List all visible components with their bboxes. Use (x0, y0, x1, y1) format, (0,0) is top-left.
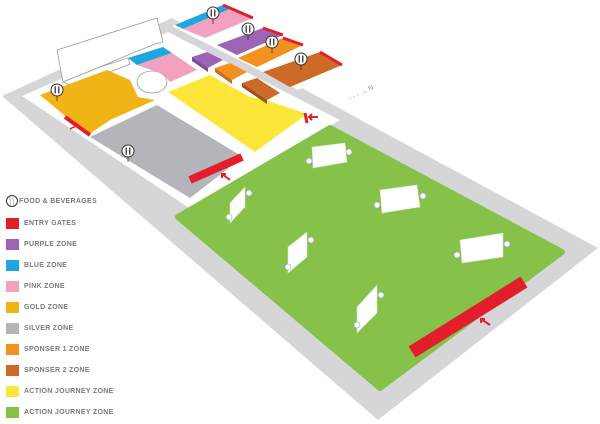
tent (311, 142, 348, 169)
speaker-icon (503, 240, 511, 248)
legend-swatch (6, 364, 19, 376)
legend-label: BLUE ZONE (24, 261, 68, 269)
entry-gate (303, 112, 309, 124)
pink-zone-lower (137, 53, 197, 82)
legend-swatch (6, 322, 19, 334)
sponsor1-block-side (215, 68, 232, 84)
legend-item-pink: PINK ZONE (6, 279, 65, 293)
sponsor2-strip (263, 52, 342, 87)
legend-swatch (6, 343, 19, 355)
tent (459, 232, 504, 264)
fork-knife-icon (121, 144, 135, 162)
speaker-icon (377, 291, 385, 299)
pink-strip (183, 9, 253, 38)
legend-label: SILVER ZONE (24, 324, 74, 332)
entry-gate (63, 115, 92, 137)
legend-label: GOLD ZONE (24, 303, 69, 311)
fork-knife-icon (294, 52, 308, 70)
blue-zone-lower (128, 47, 172, 65)
legend-label: ACTION JOURNEY ZONE (24, 387, 114, 395)
entry-gate (222, 3, 254, 20)
fork-knife-icon (265, 35, 279, 53)
legend-swatch (6, 406, 19, 418)
legend-item-gold: GOLD ZONE (6, 300, 68, 314)
speaker-icon (245, 189, 253, 197)
entry-arrow-icon (480, 318, 491, 326)
sponsor1-strip (238, 38, 303, 67)
legend-label: SPONSER 2 ZONE (24, 366, 90, 374)
legend-item-silver: SILVER ZONE (6, 321, 73, 335)
entry-gate (282, 36, 304, 47)
legend-label: PINK ZONE (24, 282, 65, 290)
legend-item-blue: BLUE ZONE (6, 258, 67, 272)
speaker-icon (284, 263, 292, 271)
speaker-icon (453, 251, 461, 259)
speaker-icon (373, 201, 381, 209)
fountain (136, 70, 168, 94)
entry-arrow-icon (221, 173, 231, 181)
legend-swatch (6, 301, 19, 313)
legend-label: ENTRY GATES (24, 219, 77, 227)
fork-knife-icon (241, 22, 255, 40)
legend-label: PURPLE ZONE (24, 240, 78, 248)
sponsor2-block-side (242, 83, 267, 104)
fork-knife-icon: 🍴 (6, 195, 18, 207)
speaker-icon (419, 192, 427, 200)
legend-item-action-yellow: ACTION JOURNEY ZONE (6, 384, 114, 398)
legend-swatch (6, 385, 19, 397)
legend-item-food: 🍴FOOD & BEVERAGES (6, 194, 97, 208)
entry-arrow-icon (69, 125, 77, 130)
entry-gate (262, 26, 284, 37)
legend-item-sponsor2: SPONSER 2 ZONE (6, 363, 90, 377)
legend-swatch (6, 259, 19, 271)
speaker-icon (225, 213, 233, 221)
fork-knife-icon (206, 6, 220, 24)
entry-gate (188, 153, 244, 184)
legend-swatch (6, 217, 19, 229)
speaker-icon (353, 321, 361, 329)
legend-item-sponsor1: SPONSER 1 ZONE (6, 342, 90, 356)
legend-label: ACTION JOURNEY ZONE (24, 408, 114, 416)
fork-knife-icon (50, 83, 64, 101)
sponsor1-block (215, 63, 247, 80)
legend-swatch (6, 280, 19, 292)
purple-block-side (192, 57, 208, 72)
legend-swatch (6, 238, 19, 250)
speaker-icon (305, 157, 313, 165)
purple-strip (217, 28, 283, 55)
legend-item-entry-gates: ENTRY GATES (6, 216, 76, 230)
legend-label: FOOD & BEVERAGES (19, 197, 97, 205)
entry-gate (408, 276, 528, 358)
sponsor2-block (242, 78, 280, 100)
tent (379, 184, 421, 214)
speaker-icon (345, 148, 353, 156)
yellow-zone (168, 75, 307, 152)
speaker-icon (307, 236, 315, 244)
legend-item-purple: PURPLE ZONE (6, 237, 77, 251)
legend-label: SPONSER 1 ZONE (24, 345, 90, 353)
entry-arrow-icon (307, 113, 318, 121)
purple-block (192, 52, 223, 68)
legend-item-action-green: ACTION JOURNEY ZONE (6, 405, 114, 419)
entry-gate (319, 50, 343, 67)
